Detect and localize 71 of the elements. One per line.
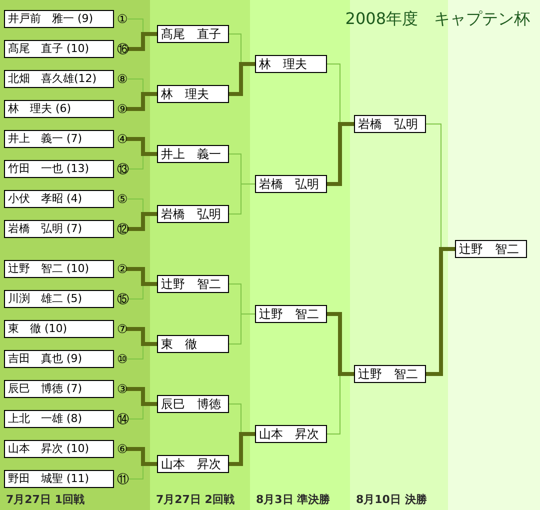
- draw-number: ⑨: [117, 102, 128, 116]
- player-name: 岩橋 弘明: [354, 115, 426, 133]
- draw-number: ③: [117, 382, 128, 396]
- draw-number: ④: [117, 132, 128, 146]
- draw-number: ⑬: [117, 162, 129, 176]
- player-name: 髙尾 直子: [157, 25, 229, 43]
- player-name: 東 徹 (10): [4, 320, 114, 338]
- player-name: 吉田 真也 (9): [4, 350, 114, 368]
- draw-number: ⑪: [117, 472, 129, 486]
- player-name: 辻野 智二: [255, 305, 327, 323]
- draw-number: ②: [117, 262, 128, 276]
- round-label: 8月10日 決勝: [356, 493, 427, 506]
- player-name: 林 理夫 (6): [4, 100, 114, 118]
- player-name: 井上 義一 (7): [4, 130, 114, 148]
- player-name: 山本 昇次 (10): [4, 440, 114, 458]
- player-name: 岩橋 弘明: [157, 205, 229, 223]
- draw-number: ⑫: [117, 222, 129, 236]
- bracket-line: [127, 344, 144, 360]
- draw-number: ⑭: [117, 412, 129, 426]
- bracket-line: [127, 18, 144, 34]
- player-name: 山本 昇次: [157, 455, 229, 473]
- bracket-line: [228, 404, 242, 434]
- draw-number: ⑧: [117, 72, 128, 86]
- draw-number: ⑩: [117, 352, 128, 366]
- player-name: 髙尾 直子 (10): [4, 40, 114, 58]
- player-name: 上北 一雄 (8): [4, 410, 114, 428]
- player-name: 辻野 智二: [455, 240, 527, 258]
- draw-number: ①: [117, 12, 128, 26]
- player-name: 辻野 智二 (10): [4, 260, 114, 278]
- bracket-line: [128, 404, 144, 420]
- player-name: 野田 城聖 (11): [4, 470, 114, 488]
- player-name: 北畑 喜久雄(12): [4, 70, 114, 88]
- player-name: 小伏 孝昭 (4): [4, 190, 114, 208]
- bracket-line: [128, 154, 144, 170]
- bracket-line: [326, 64, 340, 124]
- player-name: 林 理夫: [157, 85, 229, 103]
- bracket-line: [228, 314, 242, 344]
- draw-number: ⑦: [117, 322, 128, 336]
- draw-number: ⑯: [117, 42, 129, 56]
- bracket-line: [127, 198, 144, 214]
- round-column: [0, 0, 150, 510]
- bracket-line: [326, 374, 340, 434]
- player-name: 岩橋 弘明: [255, 175, 327, 193]
- bracket-line: [127, 78, 144, 94]
- bracket-line: [228, 284, 242, 314]
- bracket-line: [228, 184, 242, 214]
- player-name: 東 徹: [157, 335, 229, 353]
- bracket-line: [128, 284, 144, 300]
- player-name: 山本 昇次: [255, 425, 327, 443]
- draw-number: ⑤: [117, 192, 128, 206]
- player-name: 林 理夫: [255, 55, 327, 73]
- draw-number: ⑮: [117, 292, 129, 306]
- player-name: 辻野 智二: [354, 365, 426, 383]
- round-column: [150, 0, 250, 510]
- bracket-line: [426, 124, 442, 250]
- player-name: 辻野 智二: [157, 275, 229, 293]
- round-label: 8月3日 準決勝: [256, 493, 330, 506]
- diagram-title: 2008年度 キャプテン杯: [345, 9, 530, 28]
- player-name: 井戸前 雅一 (9): [4, 10, 114, 28]
- player-name: 辰巳 博徳: [157, 395, 229, 413]
- bracket-line: [128, 464, 144, 480]
- bracket-line: [228, 154, 242, 184]
- bracket-line: [228, 34, 242, 64]
- player-name: 川渕 雄二 (5): [4, 290, 114, 308]
- player-name: 竹田 一也 (13): [4, 160, 114, 178]
- round-label: 7月27日 1回戦: [6, 493, 84, 506]
- player-name: 井上 義一: [157, 145, 229, 163]
- draw-number: ⑥: [117, 442, 128, 456]
- player-name: 岩橋 弘明 (7): [4, 220, 114, 238]
- round-label: 7月27日 2回戦: [156, 493, 234, 506]
- player-name: 辰巳 博徳 (7): [4, 380, 114, 398]
